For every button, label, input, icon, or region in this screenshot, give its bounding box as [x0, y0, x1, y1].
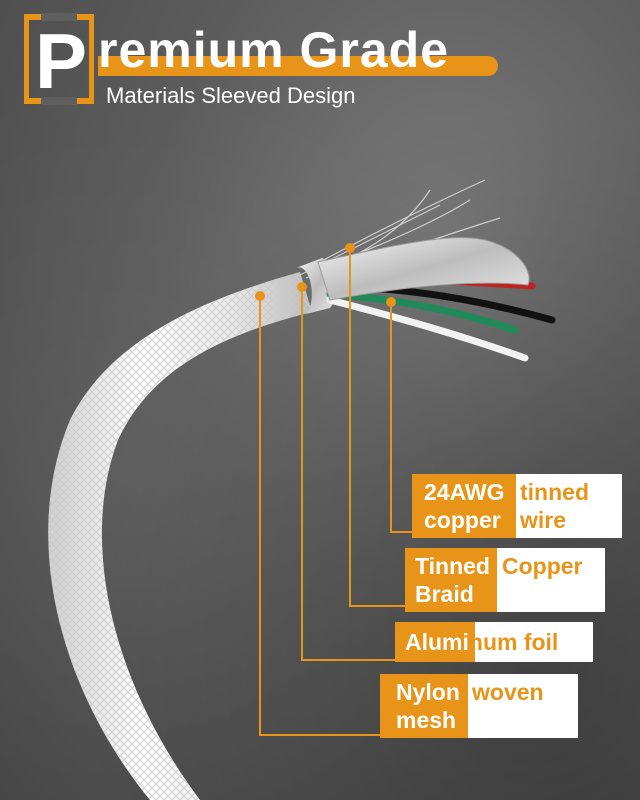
- label-text: Copper: [502, 553, 583, 580]
- label-text: mesh: [396, 707, 456, 734]
- leader-dots: [255, 243, 396, 307]
- label-text-part: Tinned: [415, 553, 490, 579]
- header: P remium Grade Materials Sleeved Design: [0, 0, 640, 120]
- label-orange-block: [395, 622, 475, 662]
- label-text-part: copper: [424, 507, 501, 533]
- nylon-sleeve: [48, 272, 313, 800]
- label-tinned-copper-wire: 24AWG tinned copper wire: [412, 474, 622, 538]
- label-text-part: Braid: [415, 581, 474, 607]
- label-text: Nylon: [396, 679, 460, 706]
- label-text-part: 24AWG: [424, 479, 505, 505]
- label-text-part: wire: [520, 507, 567, 533]
- label-white-block: [468, 674, 578, 738]
- label-white-block: [516, 474, 622, 538]
- label-text-part: Copper: [502, 553, 583, 579]
- label-text: copper: [424, 507, 501, 534]
- label-text: Tinned: [415, 553, 490, 580]
- label-text-part: num foil: [468, 629, 559, 655]
- label-orange-block: [405, 548, 497, 612]
- label-white-block: [475, 622, 593, 662]
- bracket-gap-top: [41, 13, 77, 21]
- label-text-part: Nylon: [396, 679, 460, 705]
- label-text-part: woven: [472, 679, 544, 705]
- label-text-part: mesh: [396, 707, 457, 733]
- label-text: wire: [520, 507, 566, 534]
- label-orange-block: [412, 474, 516, 538]
- leader-lines: [259, 248, 412, 736]
- bracket-frame: [24, 13, 94, 105]
- label-nylon-woven-mesh: Nylon woven mesh: [380, 674, 578, 738]
- label-text-part: tinned: [520, 479, 589, 505]
- page-title: remium Grade: [98, 22, 450, 78]
- label-orange-block: [380, 674, 468, 738]
- label-aluminum-foil: Aluminum foil: [395, 622, 593, 662]
- label-text: 24AWG: [424, 479, 505, 506]
- label-white-block: [497, 548, 605, 612]
- bracket-gap-bottom: [41, 97, 77, 105]
- label-text: Braid: [415, 581, 474, 608]
- label-text: Aluminum foil: [405, 629, 558, 656]
- label-text-part: Alumi: [405, 629, 469, 655]
- label-text: woven: [472, 679, 544, 706]
- title-underline-bar: [98, 56, 498, 76]
- page-subtitle: Materials Sleeved Design: [106, 83, 356, 108]
- label-text: tinned: [520, 479, 589, 506]
- bracket-letter: P: [34, 17, 88, 105]
- label-tinned-copper-braid: Tinned Copper Braid: [405, 548, 605, 612]
- foil-wrap: [317, 237, 530, 301]
